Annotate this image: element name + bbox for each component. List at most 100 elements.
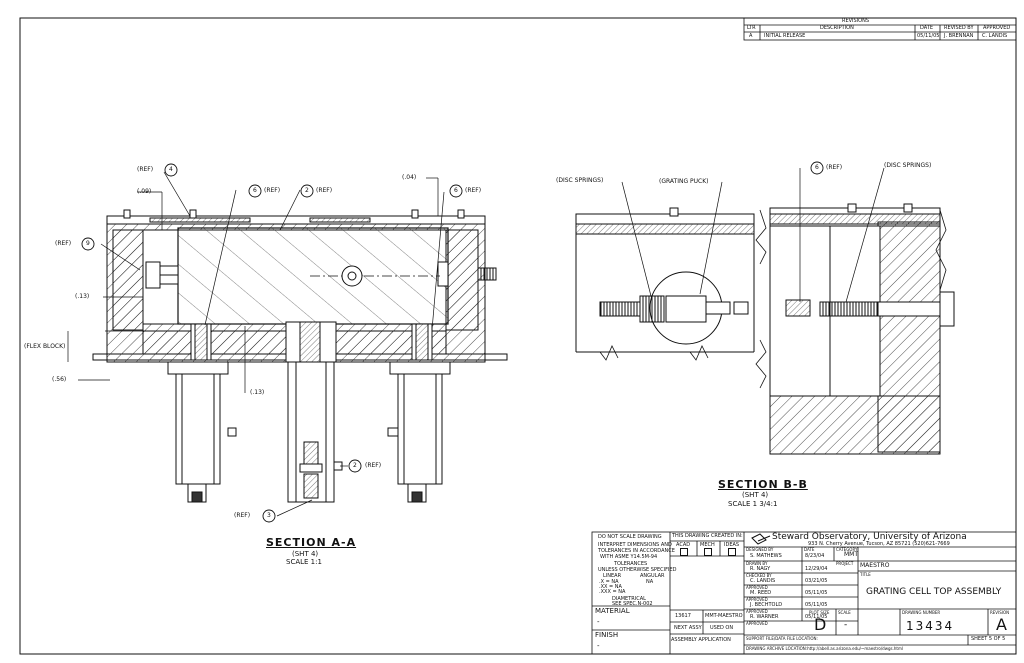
aa-callout-2b: 2 [353,462,357,469]
aa-dim-04: (.04) [402,174,417,181]
aa-dim-13a: (.13) [75,293,90,300]
section-bb-drawing [575,161,955,455]
tb-material: - [597,618,600,626]
tb-category: MMT [844,551,859,558]
tb-title: GRATING CELL TOP ASSEMBLY [866,587,1002,597]
revisions-header: REVISIONS [842,18,870,24]
tb-tol-xx: .XX = NA [599,584,622,590]
section-aa-scale: SCALE 1:1 [286,558,322,566]
tb-unless: UNLESS OTHERWISE SPECIFIED [598,567,677,573]
observatory-logo [751,533,771,545]
rev-row-date: 05/11/05 [917,33,940,39]
tb-tolerances: TOLERANCES [614,561,648,567]
tb-finish: - [597,642,600,650]
aa-ref6b-label: (REF) [465,187,482,194]
bb-grating-puck: (GRATING PUCK) [659,178,709,185]
aa-ref3-label: (REF) [234,512,251,519]
tb-designed-date: 8/23/04 [805,553,825,559]
tb-used-on: USED ON [710,625,734,631]
tb-next-assy: NEXT ASSY [674,625,702,631]
aa-flex-block: (FLEX BLOCK) [24,343,66,350]
tb-date-label: DATE [804,547,815,552]
tb-support-file: SUPPORT FILE/DATA FILE LOCATION: [746,636,818,641]
rev-row-revised-by: J. BRENNAN [944,33,974,39]
tb-dwg-label: DRAWING NUMBER [902,610,941,615]
tb-designed-by: S. MATHEWS [750,553,782,559]
tb-category-label: CATEGORY [836,547,858,552]
aa-dim-56: (.56) [52,376,67,383]
tb-approved3: R. WARNER [750,614,779,620]
tb-interpret-1: INTERPRET DIMENSIONS AND [598,542,672,548]
tb-approved1-label: APPROVED [746,585,768,590]
tb-approved3-label: APPROVED [746,609,768,614]
sheet-border [19,17,1017,655]
section-aa-drawing [67,163,508,523]
tb-created-in: THIS DRAWING CREATED IN: [672,533,743,539]
tb-approved1: M. REED [750,590,772,596]
section-bb-scale: SCALE 1 3/4:1 [728,500,778,508]
checkbox-ideas [728,548,736,556]
aa-dim-13b: (.13) [250,389,265,396]
rev-col-approved: APPROVED [983,25,1011,31]
tb-diametrical: DIAMETRICAL [612,596,646,602]
tb-next-assy-value: 13617 [675,613,691,619]
tb-size-label: PLOT SIZE [809,610,830,615]
tb-dwg-number: 13434 [906,619,955,633]
checkbox-acad [680,548,688,556]
tb-drawn-date: 12/29/04 [805,566,828,572]
tb-designed-by-label: DESIGNED BY [746,547,774,552]
tb-interpret-2: TOLERANCES IN ACCORDANCE [598,548,675,554]
tb-tol-x: .X = NA [599,579,619,585]
tb-archive: DRAWING ARCHIVE LOCATION:http://abell.as… [746,646,903,651]
tb-scale: - [844,620,848,630]
bb-disc-springs-right: (DISC SPRINGS) [884,162,932,169]
checkbox-mech [704,548,712,556]
tb-spec: SEE SPEC.N-002 [612,601,653,607]
tb-approved4-label: APPROVED [746,621,768,626]
tb-tol-angular: NA [646,579,654,585]
tb-no-scale: DO NOT SCALE DRAWING [598,534,662,540]
tb-approved1-date: 05/11/05 [805,590,828,596]
rev-row-description: INITIAL RELEASE [764,33,806,39]
tb-tol-xxx: .XXX = NA [599,589,626,595]
tb-approved2-label: APPROVED [746,597,768,602]
rev-col-revised-by: REVISED BY [944,25,974,31]
tb-used-on-value: MMT-MAESTRO [705,613,743,619]
tb-interpret-3: WITH ASME Y14.5M-94 [600,554,658,560]
aa-callout-6: 6 [253,187,257,194]
bb-disc-springs-left: (DISC SPRINGS) [556,177,604,184]
tb-assembly-application: ASSEMBLY APPLICATION [671,637,731,643]
tb-linear: LINEAR [603,573,622,579]
rev-col-date: DATE [920,25,934,31]
tb-size: D [814,615,827,634]
aa-callout-4: 4 [169,166,173,173]
aa-callout-2: 2 [305,187,309,194]
rev-row-ltr: A [749,33,753,39]
section-aa-title: SECTION A-A [266,536,357,549]
section-aa-sheet: (SHT 4) [292,550,319,558]
tb-title-label: TITLE [860,572,871,577]
tb-org-address: 933 N. Cherry Avenue, Tucson, AZ 85721 (… [808,541,950,547]
tb-project-label: PROJECT [836,561,854,566]
tb-opt-acad: ACAD [676,542,691,548]
tb-project: MAESTRO [860,562,890,569]
aa-ref2b-label: (REF) [365,462,382,469]
aa-ref9-label: (REF) [55,240,72,247]
aa-ref2-label: (REF) [316,187,333,194]
tb-approved2-date: 05/11/05 [805,602,828,608]
tb-scale-label: SCALE [838,610,851,615]
rev-col-ltr: LTR [747,25,756,31]
aa-callout-6b: 6 [454,187,458,194]
section-bb-title: SECTION B-B [718,478,808,491]
aa-ref6-label: (REF) [264,187,281,194]
revisions-table [743,17,1017,41]
tb-checked-by: C. LANDIS [750,578,776,584]
tb-drawn-label: DRAWN BY [746,561,768,566]
tb-sheet: SHEET 5 OF 5 [971,636,1006,642]
tb-checked-date: 03/21/05 [805,578,828,584]
tb-approved2: J. BECHTOLD [750,602,783,608]
tb-finish-label: FINISH [595,631,619,639]
bb-callout-6: 6 [815,164,819,171]
